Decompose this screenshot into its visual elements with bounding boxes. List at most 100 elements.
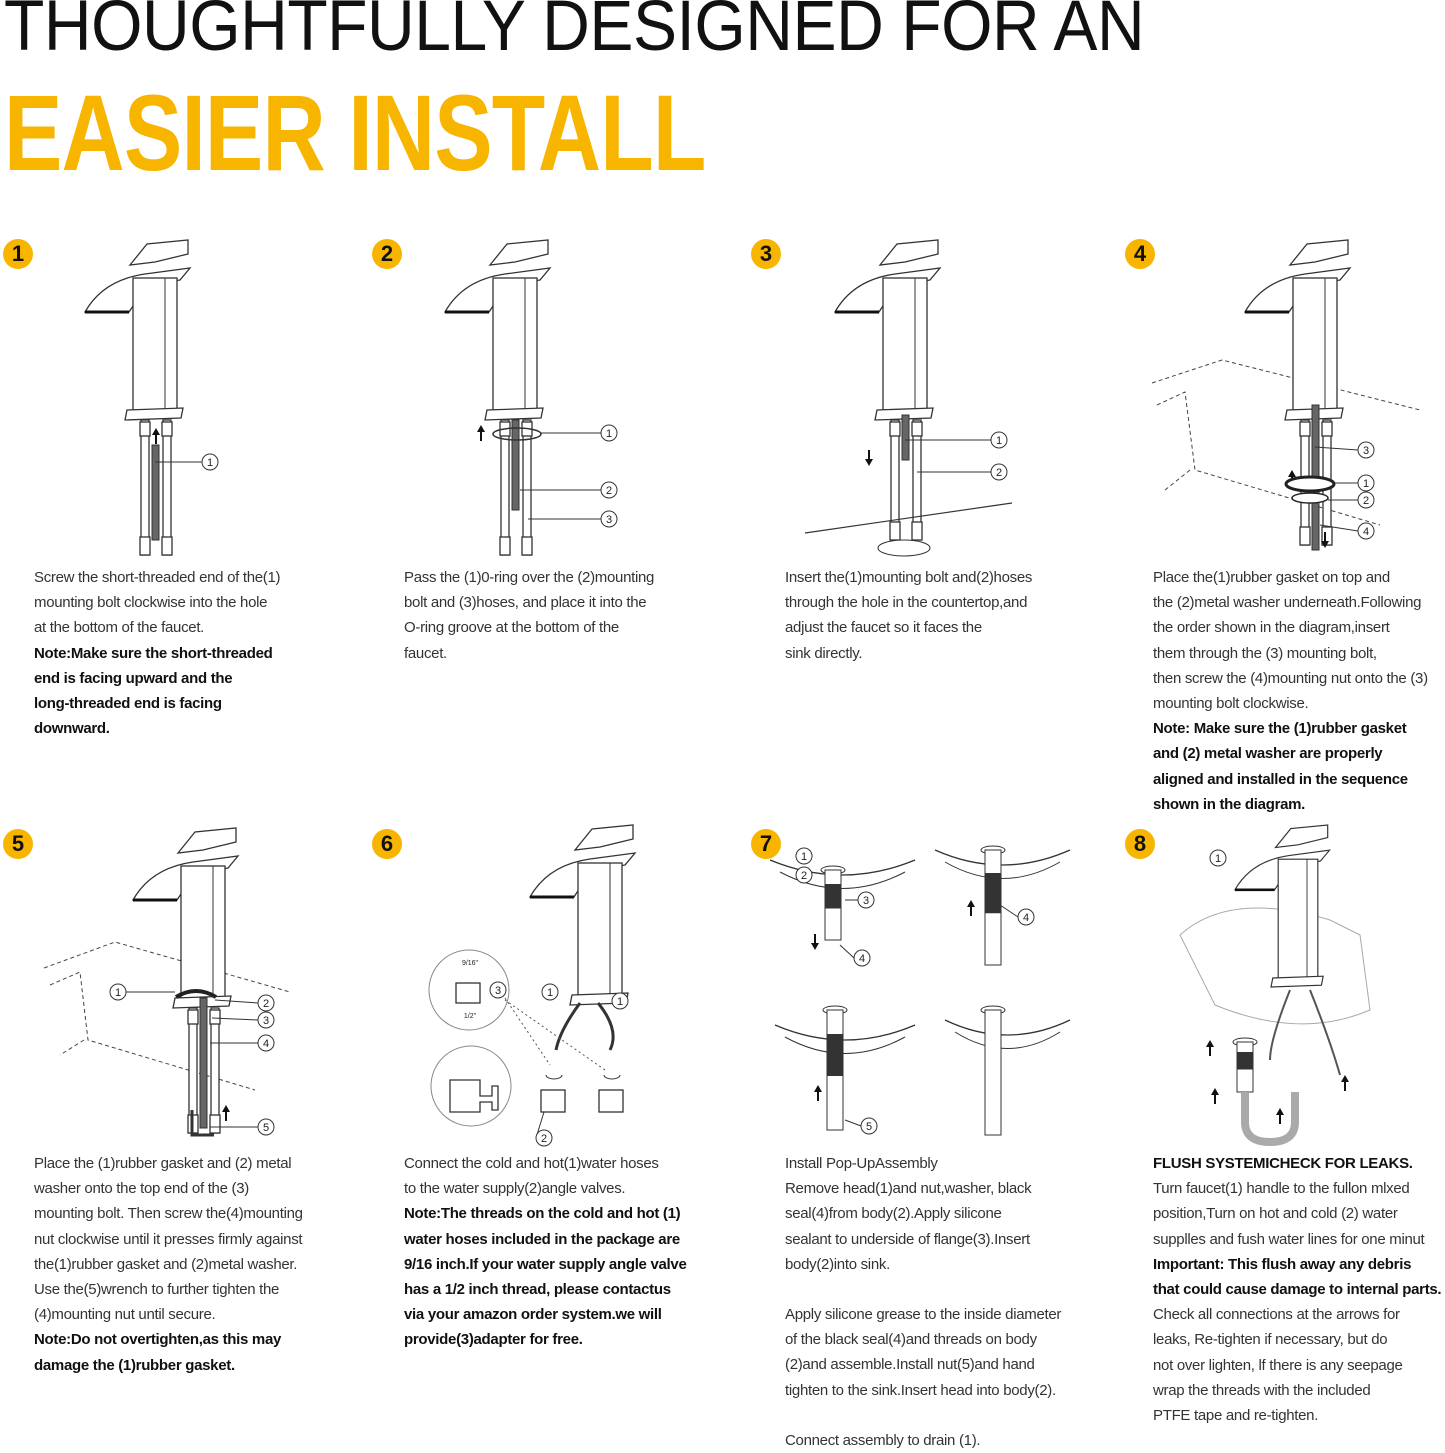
sink-outline <box>43 941 291 993</box>
arrow-down-icon <box>811 934 819 950</box>
faucet-illustration <box>443 239 552 556</box>
instruction-note-line: aligned and installed in the sequence <box>1153 770 1408 788</box>
callout-number: 2 <box>606 485 612 497</box>
instruction-line: at the bottom of the faucet. <box>34 619 205 637</box>
instruction-line: seal(4)from body(2).Apply silicone <box>785 1205 1002 1223</box>
callout-circle <box>1357 522 1375 540</box>
rotate-arrow-icon <box>603 1074 621 1080</box>
sink-basin <box>779 871 906 889</box>
instruction-line: mounting bolt clockwise into the hole <box>34 594 268 612</box>
hose-nut <box>889 421 901 437</box>
callout-number: 3 <box>1363 445 1369 457</box>
callout-number: 1 <box>606 428 612 440</box>
instruction-note-line: downward. <box>34 720 110 738</box>
countertop-line <box>804 502 1013 534</box>
faucet-body <box>492 277 538 411</box>
sink-outline <box>59 1039 85 1056</box>
instruction-line: Connect assembly to drain (1). <box>785 1431 981 1449</box>
callout-number: 3 <box>495 985 501 997</box>
hose-nut <box>187 1009 199 1025</box>
black-seal <box>1237 1052 1253 1070</box>
instruction-line: (2)and assemble.Install nut(5)and hand <box>785 1356 1035 1374</box>
black-seal <box>985 873 1001 914</box>
callout-number: 1 <box>996 435 1002 447</box>
faucet-illustration <box>833 239 942 541</box>
callout-circle <box>535 1129 553 1147</box>
faucet-base-plate <box>124 407 184 421</box>
instruction-line: not over lighten, lf there is any seepag… <box>1153 1356 1403 1374</box>
instruction-note-line: provide(3)adapter for free. <box>404 1331 583 1349</box>
instruction-line: body(2)into sink. <box>785 1255 890 1273</box>
faucet-handle <box>1288 239 1349 266</box>
faucet-illustration <box>528 824 637 1006</box>
callout-number: 5 <box>866 1121 872 1133</box>
instruction-note-line: Note:Do not overtighten,as this may <box>34 1331 282 1349</box>
step-number-badge: 2 <box>372 239 402 269</box>
instruction-line: sealant to underside of flange(3).Insert <box>785 1230 1030 1248</box>
instruction-line: washer onto the top end of the (3) <box>34 1180 249 1198</box>
wrench <box>190 1110 214 1137</box>
callout-circle <box>795 847 813 865</box>
instruction-line: them through the (3) mounting bolt, <box>1153 644 1377 662</box>
step-number-badge: 1 <box>3 239 33 269</box>
sink-basin <box>769 859 916 876</box>
instruction-line: Place the(1)rubber gasket on top and <box>1153 569 1390 586</box>
instruction-note-line: and (2) metal washer are properly <box>1153 745 1383 763</box>
hose-nut <box>911 521 923 541</box>
instruction-line: nut clockwise until it presses firmly ag… <box>34 1230 303 1248</box>
callout-number: 2 <box>996 467 1002 479</box>
callout-circle <box>611 992 629 1010</box>
instruction-line: Install Pop-UpAssembly <box>785 1155 938 1172</box>
instruction-line: through the hole in the countertop,and <box>785 594 1028 612</box>
instruction-line: PTFE tape and re-tighten. <box>1153 1407 1319 1425</box>
callout-number: 3 <box>263 1015 269 1027</box>
instruction-note-line: Important: This flush away any debris <box>1153 1255 1412 1273</box>
callout-circle <box>853 949 871 967</box>
hose-nut <box>1321 526 1333 546</box>
black-seal <box>825 884 841 909</box>
callout-leader <box>844 1119 862 1127</box>
instruction-note-line: shown in the diagram. <box>1153 795 1306 813</box>
sink-outline <box>1151 359 1421 411</box>
instruction-line: Remove head(1)and nut,washer, black <box>785 1180 1032 1198</box>
instruction-line: the order shown in the diagram,insert <box>1153 619 1390 637</box>
mounting-bolt <box>511 419 520 511</box>
sink-outline <box>49 971 256 1091</box>
instruction-line: of the black seal(4)and threads on body <box>785 1331 1037 1349</box>
angle-valve <box>598 1089 624 1113</box>
hose-nut <box>139 536 151 556</box>
headline-line-1: THOUGHTFULLY DESIGNED FOR AN <box>4 0 1145 66</box>
faucet-handle <box>878 239 939 266</box>
callout-leader <box>214 999 259 1004</box>
faucet-illustration <box>1243 239 1352 551</box>
faucet-illustration <box>131 827 240 1134</box>
callout-number: 1 <box>1215 853 1221 865</box>
step-number-badge: 3 <box>751 239 781 269</box>
arrow-up-icon <box>1211 1088 1219 1104</box>
instruction-line: tighten to the sink.Insert head into bod… <box>785 1381 1056 1399</box>
drain-body <box>984 1009 1002 1136</box>
instruction-line: (4)mounting nut until secure. <box>34 1306 216 1324</box>
instruction-line: adjust the faucet so it faces the <box>785 619 982 637</box>
faucet-illustration <box>1233 824 1331 988</box>
faucet-base-plate <box>1270 975 1324 988</box>
instruction-line: Connect the cold and hot(1)water hoses <box>404 1155 659 1172</box>
arrow-up-icon <box>1341 1075 1349 1091</box>
callout-number: 4 <box>263 1038 269 1050</box>
sink-basin <box>774 1024 916 1041</box>
instruction-note-line: FLUSH SYSTEMICHECK FOR LEAKS. <box>1153 1155 1413 1172</box>
instruction-line: Pass the (1)0-ring over the (2)mounting <box>404 569 655 586</box>
hose-nut <box>209 1009 221 1025</box>
faucet-handle <box>488 239 549 266</box>
callout-number: 4 <box>1023 912 1029 924</box>
callout-leader <box>999 904 1019 918</box>
callout-number: 3 <box>606 514 612 526</box>
instruction-line: Check all connections at the arrows for <box>1153 1306 1400 1324</box>
water-hose <box>162 419 172 556</box>
instruction-note-line: Note:Make sure the short-threaded <box>34 644 273 662</box>
callout-circle <box>109 983 127 1001</box>
arrow-up-icon <box>1206 1040 1214 1056</box>
angle-valve <box>540 1089 566 1113</box>
